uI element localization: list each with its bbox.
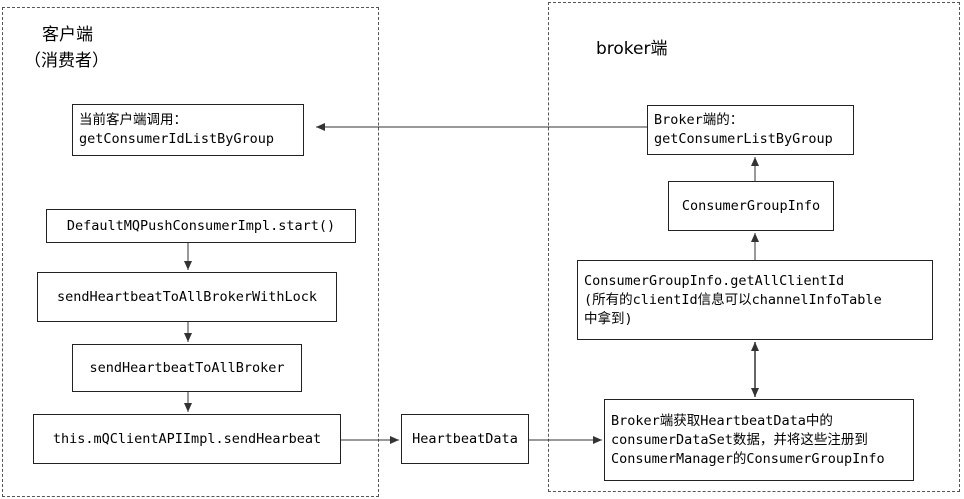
- consumer-start-label: DefaultMQPushConsumerImpl.start(): [66, 217, 336, 234]
- consumer-start-box: DefaultMQPushConsumerImpl.start(): [46, 209, 356, 243]
- broker-register-line-1: Broker端获取HeartbeatData中的: [611, 412, 833, 429]
- broker-consumer-list-method: getConsumerListByGroup: [654, 131, 833, 147]
- get-all-client-id-method: ConsumerGroupInfo.getAllClientId: [584, 272, 845, 289]
- current-client-call-method: getConsumerIdListByGroup: [79, 131, 275, 147]
- broker-consumer-list-label: Broker端的：: [654, 112, 744, 128]
- broker-title: broker端: [596, 39, 668, 59]
- client-title: 客户端: [42, 25, 93, 45]
- current-client-call-box: 当前客户端调用： getConsumerIdListByGroup: [72, 104, 304, 156]
- get-all-client-id-note-1: (所有的clientId信息可以channelInfoTable: [584, 291, 882, 308]
- broker-region: [548, 2, 960, 492]
- send-hearbeat-box: this.mQClientAPIImpl.sendHearbeat: [33, 414, 341, 464]
- send-hearbeat-label: this.mQClientAPIImpl.sendHearbeat: [52, 430, 322, 447]
- broker-register-line-3: ConsumerManager的ConsumerGroupInfo: [611, 450, 885, 467]
- consumer-group-info-box: ConsumerGroupInfo: [668, 181, 834, 231]
- current-client-call-label: 当前客户端调用：: [79, 112, 187, 128]
- heartbeat-data-label: HeartbeatData: [412, 430, 518, 447]
- get-all-client-id-note-2: 中拿到): [584, 310, 633, 327]
- broker-consumer-list-box: Broker端的： getConsumerListByGroup: [647, 105, 854, 155]
- consumer-group-info-label: ConsumerGroupInfo: [681, 197, 821, 214]
- send-heartbeat-all-box: sendHeartbeatToAllBroker: [72, 344, 302, 392]
- broker-register-box: Broker端获取HeartbeatData中的 consumerDataSet…: [604, 399, 914, 481]
- send-heartbeat-with-lock-box: sendHeartbeatToAllBrokerWithLock: [37, 272, 337, 322]
- send-heartbeat-all-label: sendHeartbeatToAllBroker: [89, 359, 285, 376]
- send-heartbeat-with-lock-label: sendHeartbeatToAllBrokerWithLock: [56, 288, 318, 305]
- heartbeat-data-box: HeartbeatData: [401, 414, 529, 464]
- client-region: [2, 7, 379, 497]
- get-all-client-id-box: ConsumerGroupInfo.getAllClientId (所有的cli…: [577, 260, 933, 340]
- broker-register-line-2: consumerDataSet数据，并将这些注册到: [611, 431, 868, 448]
- client-subtitle: （消费者）: [24, 51, 109, 71]
